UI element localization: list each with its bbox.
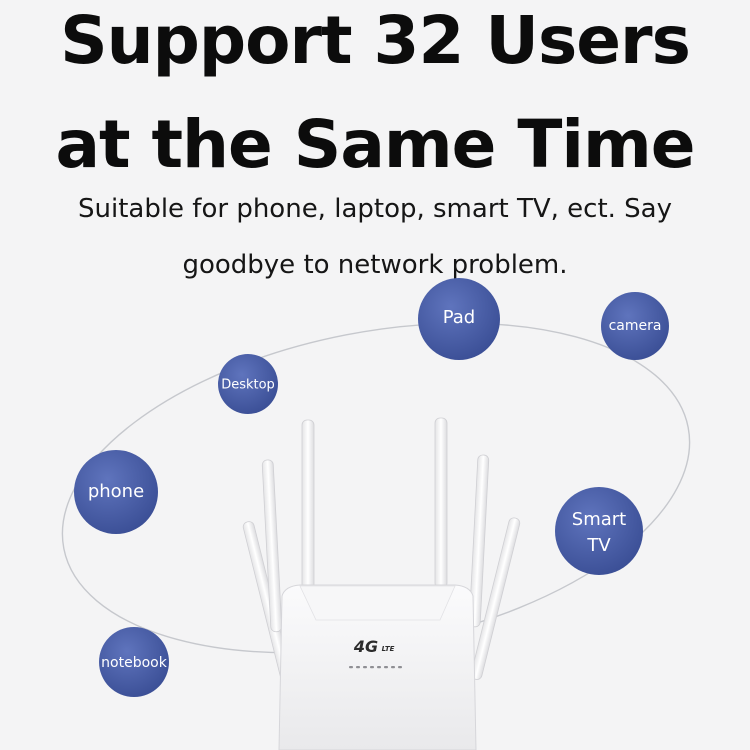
device-label-desktop: Desktop <box>221 378 275 393</box>
antenna-left <box>261 459 283 633</box>
router-top-facet <box>299 585 456 621</box>
antenna-center-left <box>301 419 315 593</box>
device-bubble-camera: camera <box>601 292 669 360</box>
device-label-pad: Pad <box>443 307 476 328</box>
subheadline-line-1: Suitable for phone, laptop, smart TV, ec… <box>77 194 672 224</box>
router-status-leds <box>349 666 402 669</box>
antenna-far-right <box>470 517 521 680</box>
device-label-smart-tv-line-2: TV <box>586 535 611 556</box>
device-label-notebook: notebook <box>101 655 168 671</box>
device-bubble-pad: Pad <box>418 278 500 360</box>
headline-line-1: Support 32 Users <box>60 2 691 79</box>
subheadline-line-2: goodbye to network problem. <box>182 250 568 280</box>
headline-line-2: at the Same Time <box>55 106 695 183</box>
router: 4G LTE <box>278 584 477 750</box>
device-label-camera: camera <box>609 318 662 334</box>
device-label-phone: phone <box>88 481 144 502</box>
device-bubble-phone: phone <box>74 450 158 534</box>
device-bubble-smart-tv: Smart TV <box>555 487 643 575</box>
device-bubble-notebook: notebook <box>99 627 169 697</box>
router-antennas <box>242 417 521 684</box>
antenna-right <box>468 454 490 628</box>
device-bubble-desktop: Desktop <box>218 354 278 414</box>
antenna-center-right <box>434 417 448 589</box>
router-logo-4g: 4G <box>353 637 378 656</box>
router-logo-lte: LTE <box>382 645 395 653</box>
device-label-smart-tv-line-1: Smart <box>572 509 626 530</box>
